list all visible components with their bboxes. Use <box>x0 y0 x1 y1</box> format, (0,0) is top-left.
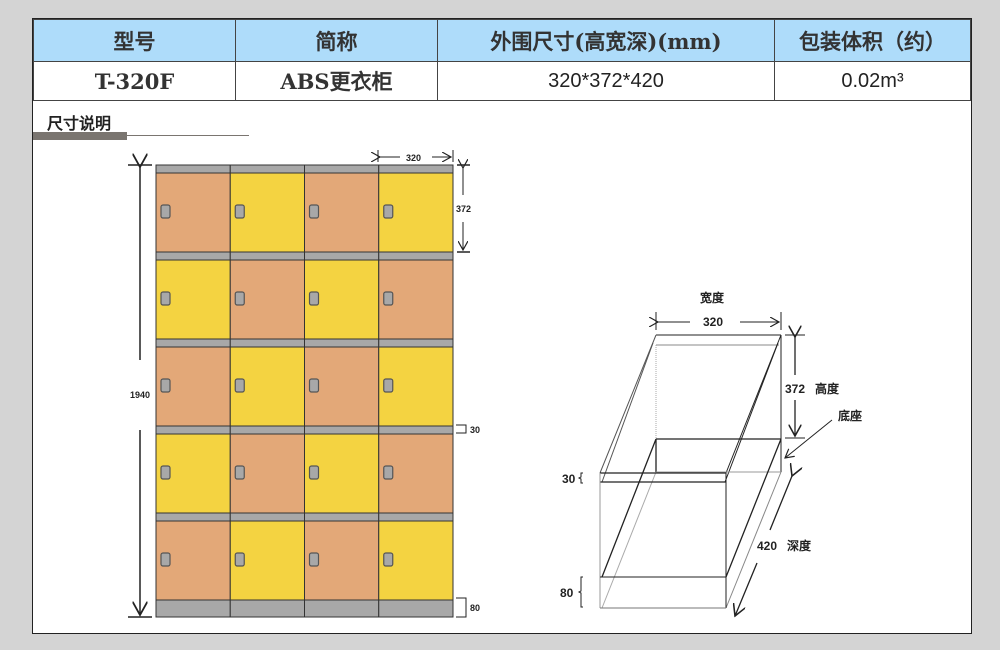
lock-icon <box>234 465 245 480</box>
divider-band <box>155 338 231 348</box>
iso-height: 372 <box>785 382 805 396</box>
lock-icon <box>234 204 245 219</box>
locker-isometric-view <box>577 312 833 616</box>
lock-icon <box>160 552 171 567</box>
iso-height-label: 高度 <box>815 381 840 396</box>
divider-band <box>155 512 231 522</box>
locker-base <box>155 599 231 618</box>
dim-base: 80 <box>470 603 480 613</box>
lock-icon <box>383 552 394 567</box>
section-title: 尺寸说明 <box>47 114 112 133</box>
spec-table: 型号 简称 外围尺寸(高宽深)(mm) 包装体积（约） T-320F ABS更衣… <box>33 19 971 101</box>
lock-icon <box>383 378 394 393</box>
dim-total-height: 1940 <box>130 390 150 400</box>
value-dimensions: 320*372*420 <box>437 61 775 101</box>
lock-icon <box>234 291 245 306</box>
divider-band <box>229 425 305 435</box>
locker-base <box>229 599 305 618</box>
lock-icon <box>383 204 394 219</box>
divider-band <box>229 512 305 522</box>
iso-width-label: 宽度 <box>699 290 725 305</box>
locker-door <box>304 433 380 514</box>
front-dimensions <box>128 150 470 618</box>
divider-band <box>378 251 454 261</box>
iso-depth-label: 深度 <box>787 538 812 553</box>
lock-icon <box>383 465 394 480</box>
dim-door-height: 372 <box>456 204 471 214</box>
dim-width: 320 <box>406 153 421 163</box>
header-volume: 包装体积（约） <box>774 19 971 62</box>
lock-icon <box>383 291 394 306</box>
divider-band <box>378 338 454 348</box>
lock-icon <box>308 291 320 306</box>
divider-band <box>304 425 380 435</box>
divider-band <box>229 338 305 348</box>
iso-depth: 420 <box>757 539 777 553</box>
dim-divider: 30 <box>470 425 480 435</box>
iso-base-label: 底座 <box>838 408 862 423</box>
iso-top-dim: 30 <box>562 472 576 486</box>
locker-base <box>378 599 454 618</box>
header-model: 型号 <box>33 19 236 62</box>
header-name: 简称 <box>235 19 438 62</box>
divider-band <box>229 251 305 261</box>
lock-icon <box>160 204 171 219</box>
divider-band <box>304 251 380 261</box>
divider-band <box>155 164 231 174</box>
divider-band <box>155 251 231 261</box>
lock-icon <box>308 465 320 480</box>
lock-icon <box>160 378 171 393</box>
lock-icon <box>160 465 171 480</box>
lock-icon <box>234 378 245 393</box>
section-underline-thin <box>127 135 249 136</box>
divider-band <box>378 164 454 174</box>
lock-icon <box>160 291 171 306</box>
divider-band <box>155 425 231 435</box>
locker-base <box>304 599 380 618</box>
divider-band <box>229 164 305 174</box>
divider-band <box>304 512 380 522</box>
value-name: ABS更衣柜 <box>235 61 438 101</box>
value-model: T-320F <box>33 61 236 101</box>
divider-band <box>378 425 454 435</box>
locker-front-view <box>155 164 454 618</box>
divider-band <box>304 338 380 348</box>
lock-icon <box>308 552 320 567</box>
iso-bottom-dim: 80 <box>560 586 574 600</box>
divider-band <box>304 164 380 174</box>
iso-width: 320 <box>703 315 723 329</box>
divider-band <box>378 512 454 522</box>
section-underline-thick <box>33 132 127 140</box>
value-volume: 0.02m³ <box>774 61 971 101</box>
lock-icon <box>308 204 320 219</box>
lock-icon <box>308 378 320 393</box>
lock-icon <box>234 552 245 567</box>
